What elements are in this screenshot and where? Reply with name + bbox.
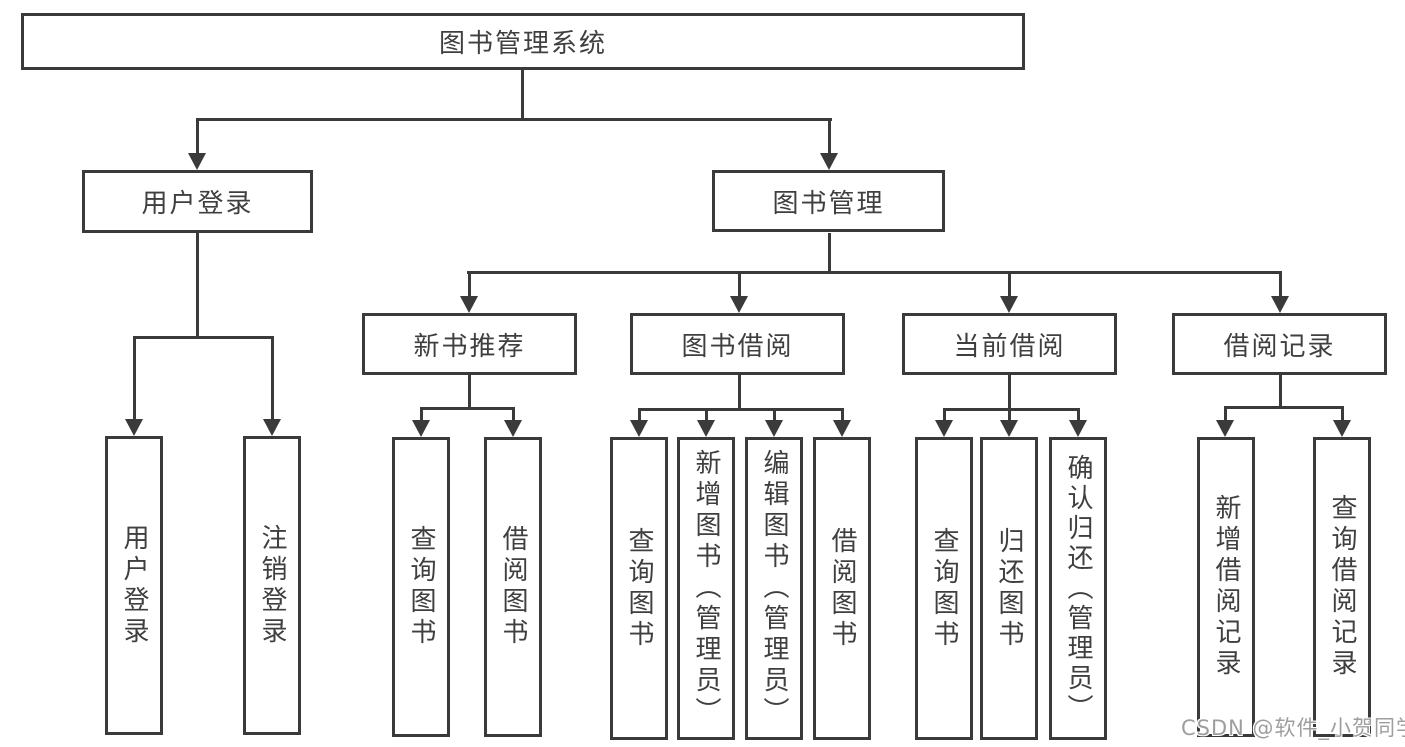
arrowhead-icon [412,420,430,437]
node-bb-borrow-books: 借阅图书 [813,437,871,740]
arrowhead-icon [460,296,478,313]
node-br-add-record: 新增借阅记录 [1197,437,1255,737]
connector-stub [1008,408,1011,422]
connector-stub [1077,408,1080,422]
connector-root-hline [196,118,832,121]
connector-recommend-stem [468,271,471,298]
node-book-management: 图书管理 [712,170,945,232]
arrowhead-icon [1000,296,1018,313]
arrowhead-icon [1216,420,1234,437]
arrowhead-icon [1271,296,1289,313]
node-cb-query-books: 查询图书 [915,437,973,740]
arrowhead-icon [697,420,715,437]
arrowhead-icon [765,420,783,437]
connector-login-hline [133,336,274,339]
connector-stub [773,408,776,422]
arrowhead-icon [504,420,522,437]
arrowhead-icon [833,420,851,437]
arrowhead-icon [820,153,838,170]
connector-book-mgmt-stem [828,118,831,156]
connector-stub [943,408,946,422]
arrowhead-icon [1069,420,1087,437]
connector-stub [512,407,515,423]
node-bb-edit-books-admin: 编辑图书（管理员） [745,437,803,740]
connector-mgmt-hline [467,271,1282,274]
connector-stub [638,408,641,422]
connector-login-down [196,233,199,336]
node-cb-return-books: 归还图书 [980,437,1038,740]
connector-records-down [1279,375,1282,406]
arrowhead-icon [1333,420,1351,437]
connector-recommend-down [468,375,471,407]
node-borrowing-records: 借阅记录 [1172,313,1387,375]
node-bb-add-books-admin: 新增图书（管理员） [677,437,735,740]
connector-stub [705,408,708,422]
node-br-query-record: 查询借阅记录 [1313,437,1371,737]
arrowhead-icon [730,296,748,313]
connector-borrowing-hline [638,408,844,411]
node-current-borrowing: 当前借阅 [902,313,1117,375]
node-bb-query-books: 查询图书 [610,437,668,740]
connector-records-hline [1224,406,1344,409]
arrowhead-icon [188,153,206,170]
connector-current-down [1008,375,1011,408]
connector-stub [1224,406,1227,422]
connector-borrowing-down [738,375,741,408]
connector-leaf-logout-stem [271,336,274,421]
arrowhead-icon [630,420,648,437]
node-new-book-recommend: 新书推荐 [362,313,577,375]
node-leaf-logout: 注销登录 [243,436,301,735]
node-nbr-query-books: 查询图书 [392,437,450,737]
arrowhead-icon [263,419,281,436]
connector-stub [420,407,423,423]
node-nbr-borrow-books: 借阅图书 [484,437,542,737]
connector-user-login-stem [196,118,199,156]
connector-records-stem [1279,271,1282,298]
connector-root-stem [521,70,524,118]
node-library-system: 图书管理系统 [21,13,1025,70]
connector-borrowing-stem [738,271,741,298]
connector-stub [841,408,844,422]
connector-leaf-login-stem [133,336,136,421]
connector-current-hline [943,408,1080,411]
connector-recommend-hline [420,407,515,410]
node-user-login: 用户登录 [82,170,313,233]
connector-current-stem [1008,271,1011,298]
arrowhead-icon [125,419,143,436]
connector-stub [1341,406,1344,422]
connector-mgmt-down [828,233,831,271]
csdn-watermark: CSDN @软件_小贺同学 [1181,716,1405,740]
node-leaf-user-login: 用户登录 [105,436,163,735]
node-cb-confirm-return-admin: 确认归还（管理员） [1049,437,1107,740]
arrowhead-icon [935,420,953,437]
node-book-borrowing: 图书借阅 [630,313,845,375]
arrowhead-icon [1000,420,1018,437]
